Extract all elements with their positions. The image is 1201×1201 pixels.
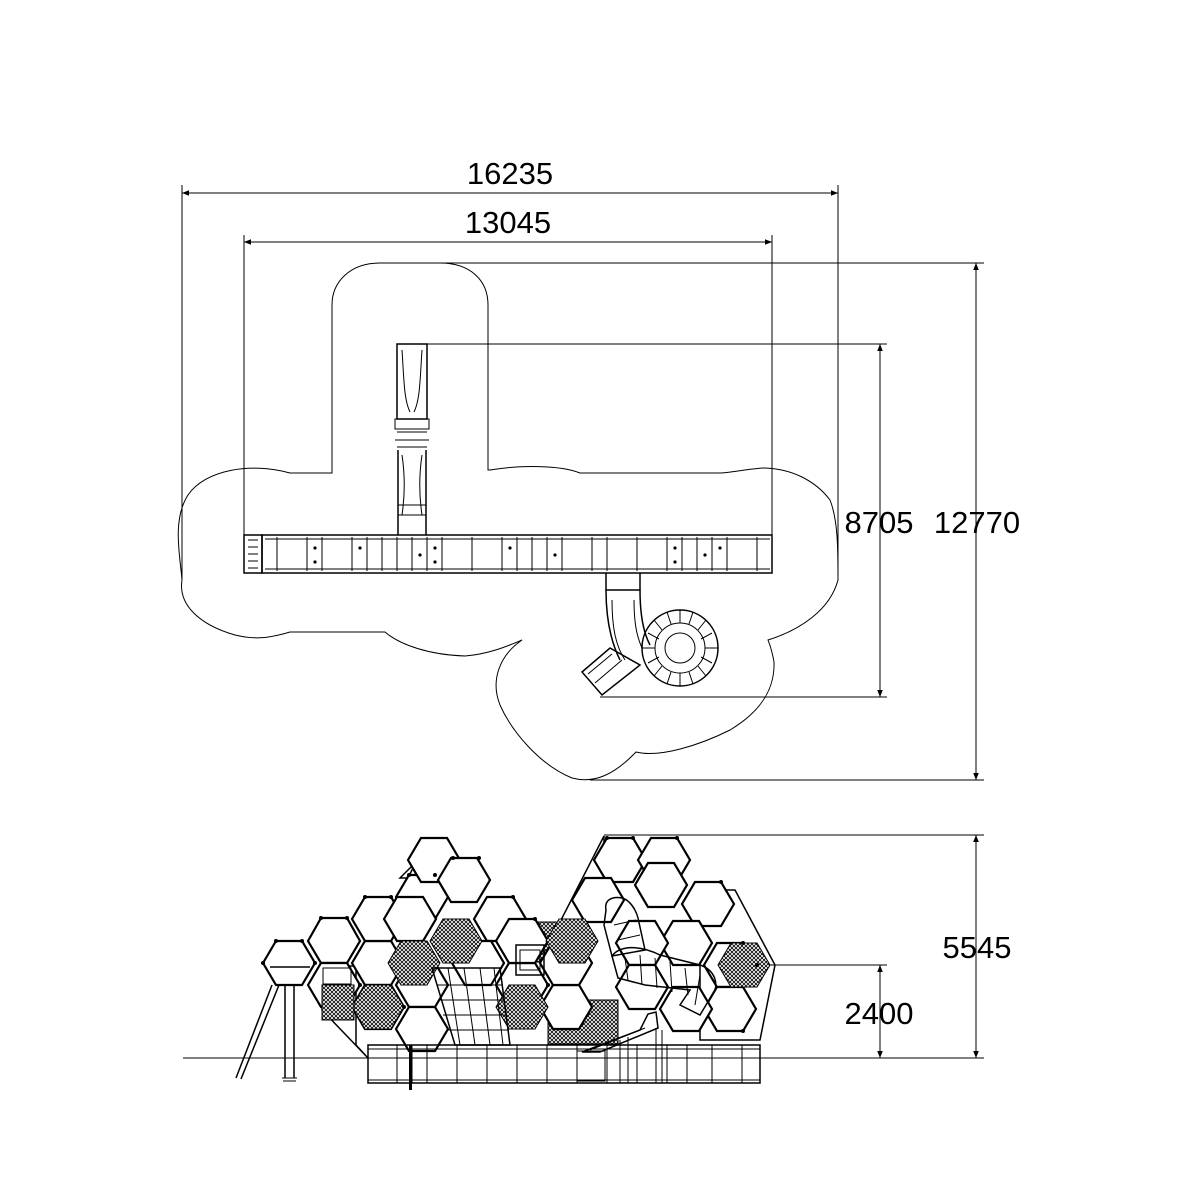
safety-zone-outline [177, 262, 839, 781]
elevation-view: 5545 2400 [183, 834, 1012, 1090]
support-poles [235, 966, 310, 1082]
main-platform-row [243, 534, 773, 574]
plan-view: 16235 13045 8705 12770 [177, 156, 1020, 781]
dim-overall-depth [410, 262, 984, 781]
label-overall-depth: 12770 [934, 505, 1020, 540]
mesh-panels [321, 918, 771, 1030]
dim-structure-width [243, 235, 773, 250]
straight-slide-elevation [581, 1011, 663, 1083]
dim-platform-height [760, 964, 887, 1058]
label-structure-depth: 8705 [845, 505, 914, 540]
label-overall-width: 16235 [467, 156, 553, 191]
label-structure-width: 13045 [465, 205, 551, 240]
straight-slide-plan [394, 343, 430, 535]
tube-slide-elevation [603, 896, 717, 1016]
dim-total-height [604, 834, 984, 1058]
label-total-height: 5545 [943, 930, 1012, 965]
base-walls [367, 1044, 761, 1090]
dim-structure-depth [417, 343, 887, 698]
label-platform-height: 2400 [845, 996, 914, 1031]
bolt-points [261, 836, 759, 1033]
dim-overall-width [181, 185, 839, 580]
wall-panels [322, 944, 545, 985]
spiral-tube-slide-plan [580, 573, 719, 697]
footprint-guide-lines [243, 243, 773, 535]
